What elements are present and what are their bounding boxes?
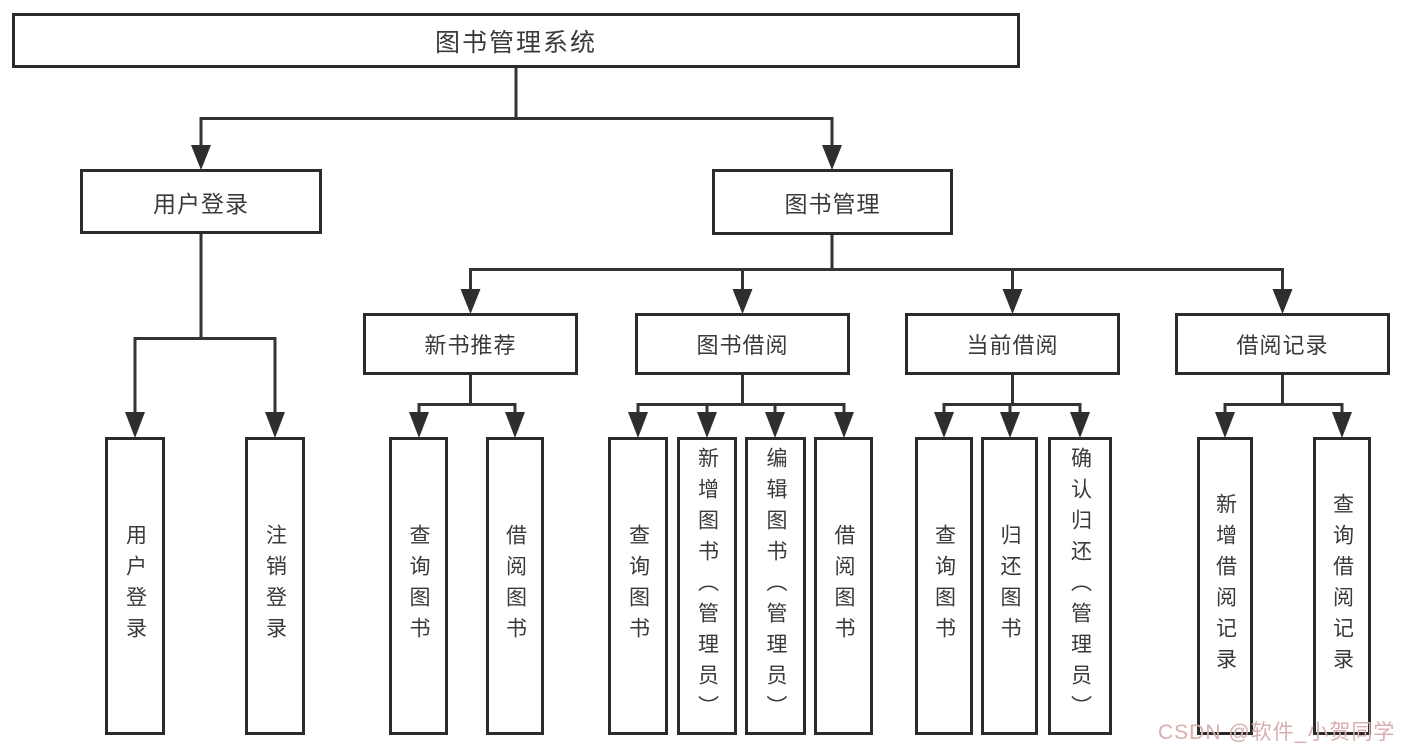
node-label: 查询图书: [407, 524, 430, 648]
leaf-user-login: 用户登录: [105, 437, 165, 735]
node-label: 借阅记录: [1236, 333, 1329, 358]
node-borrow-record: 借阅记录: [1175, 313, 1390, 375]
arrowhead-down-icon: [834, 412, 854, 438]
node-label: 图书借阅: [696, 333, 789, 358]
leaf-borrow-books: 借阅图书: [486, 437, 544, 735]
leaf-return-books: 归还图书: [981, 437, 1038, 735]
connector-line: [636, 403, 846, 417]
node-label: 归还图书: [998, 524, 1021, 648]
leaf-edit-book-admin: 编辑图书（管理员）: [745, 437, 806, 735]
node-label: 注销登录: [263, 524, 287, 648]
node-label: 当前借阅: [966, 333, 1059, 358]
node-label: 查询图书: [626, 524, 650, 648]
arrowhead-down-icon: [191, 145, 211, 170]
arrowhead-down-icon: [934, 412, 954, 438]
node-label: 用户登录: [153, 190, 249, 217]
node-label: 新增借阅记录: [1213, 493, 1237, 679]
arrowhead-down-icon: [765, 412, 785, 438]
leaf-query-borrow-record: 查询借阅记录: [1313, 437, 1371, 735]
arrowhead-down-icon: [265, 412, 285, 438]
node-label: 借阅图书: [503, 524, 527, 648]
node-label: 查询图书: [932, 524, 956, 648]
node-label: 编辑图书（管理员）: [764, 446, 787, 726]
arrowhead-down-icon: [1332, 412, 1352, 438]
connector-line: [1223, 403, 1344, 417]
connector-line: [199, 117, 834, 150]
connector-line: [133, 337, 277, 417]
node-current-borrow: 当前借阅: [905, 313, 1120, 375]
node-label: 图书管理: [784, 191, 881, 217]
connector-line: [942, 403, 1082, 417]
node-book-management: 图书管理: [712, 169, 953, 235]
arrowhead-down-icon: [628, 412, 648, 438]
leaf-query-books: 查询图书: [389, 437, 448, 735]
node-label: 图书管理系统: [434, 28, 597, 57]
arrowhead-down-icon: [1070, 412, 1090, 438]
node-label: 确认归还（管理员）: [1068, 446, 1092, 726]
arrowhead-down-icon: [1000, 412, 1020, 438]
arrowhead-down-icon: [505, 412, 525, 438]
arrowhead-down-icon: [125, 412, 145, 438]
arrowhead-down-icon: [409, 412, 429, 438]
csdn-watermark: CSDN @软件_小贺同学: [1158, 721, 1396, 744]
leaf-borrow-books: 借阅图书: [814, 437, 873, 735]
node-user-login: 用户登录: [80, 169, 322, 234]
node-label: 查询借阅记录: [1330, 493, 1354, 679]
node-library-management-system: 图书管理系统: [12, 13, 1020, 68]
leaf-query-books: 查询图书: [915, 437, 973, 735]
node-label: 新增图书（管理员）: [695, 446, 719, 726]
node-label: 借阅图书: [832, 524, 855, 648]
leaf-add-borrow-record: 新增借阅记录: [1197, 437, 1253, 735]
leaf-logout: 注销登录: [245, 437, 305, 735]
connector-line: [469, 268, 1284, 294]
arrowhead-down-icon: [732, 289, 753, 314]
node-new-book-recommend: 新书推荐: [363, 313, 578, 375]
arrowhead-down-icon: [1215, 412, 1235, 438]
node-book-borrow: 图书借阅: [635, 313, 850, 375]
arrowhead-down-icon: [1002, 289, 1023, 314]
arrowhead-down-icon: [1272, 289, 1293, 314]
leaf-add-book-admin: 新增图书（管理员）: [677, 437, 737, 735]
arrowhead-down-icon: [460, 289, 481, 314]
connector-line: [417, 403, 517, 417]
arrowhead-down-icon: [822, 145, 842, 170]
leaf-confirm-return-admin: 确认归还（管理员）: [1048, 437, 1112, 735]
node-label: 用户登录: [123, 524, 147, 648]
leaf-query-books: 查询图书: [608, 437, 668, 735]
node-label: 新书推荐: [424, 333, 517, 358]
arrowhead-down-icon: [697, 412, 717, 438]
